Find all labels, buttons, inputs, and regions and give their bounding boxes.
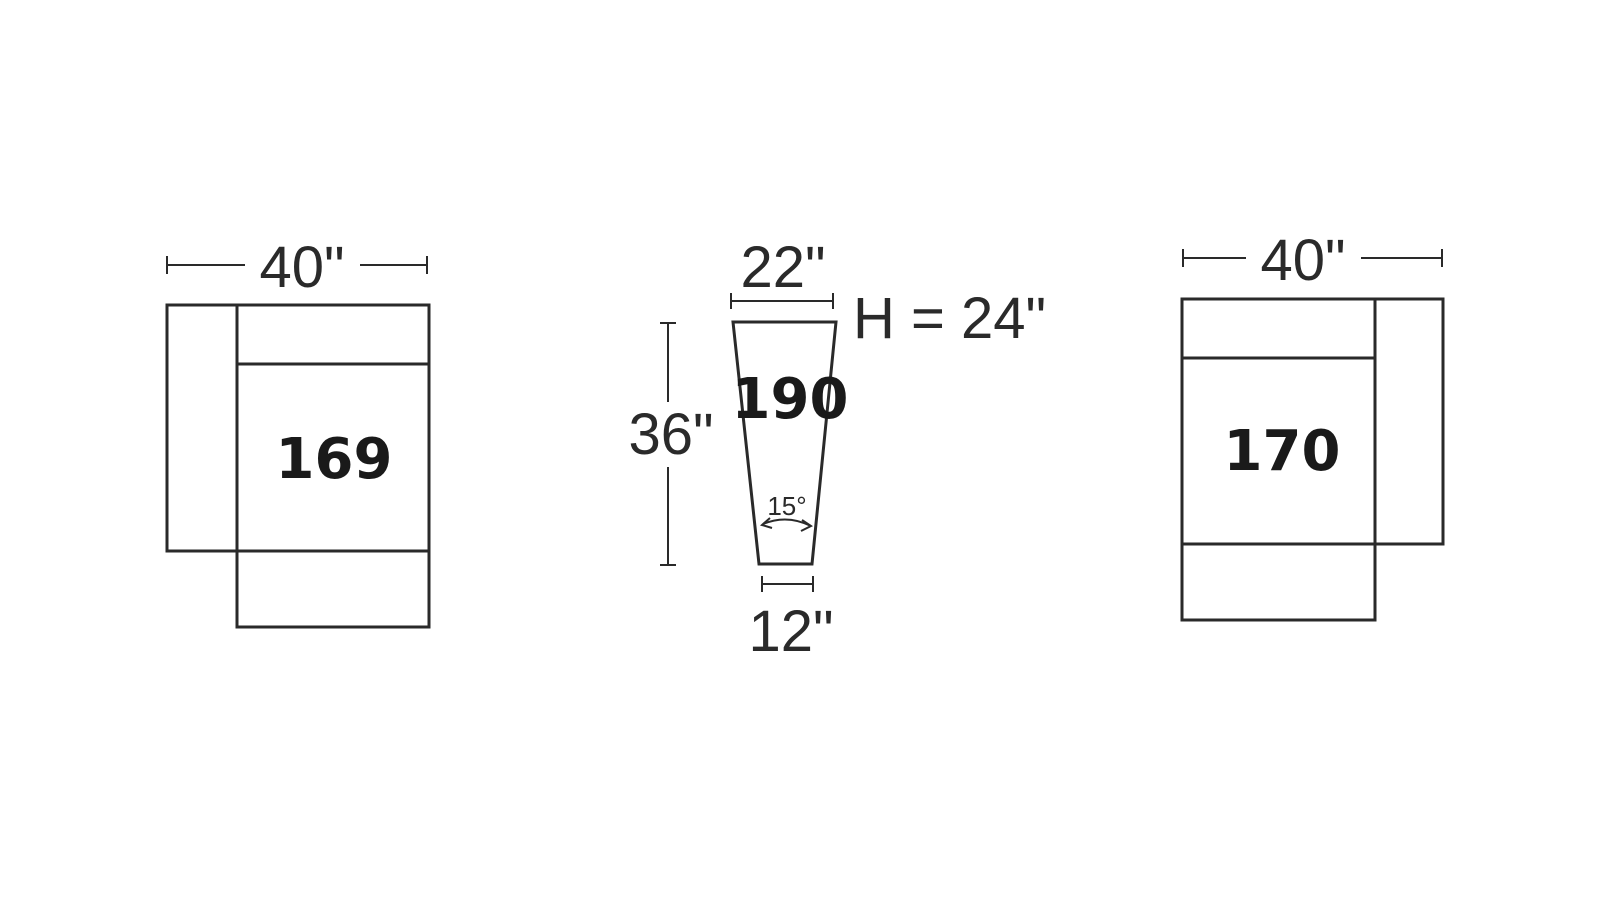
piece-170-back <box>1180 297 1377 360</box>
piece-169-arm <box>165 303 239 553</box>
piece-170-width-dimension <box>1182 249 1443 267</box>
piece-190-bottom-width-dimension <box>761 576 814 592</box>
piece-170-outline <box>1180 297 1445 622</box>
piece-170-arm <box>1373 297 1445 546</box>
piece-169-width-dimension <box>166 256 428 274</box>
piece-190-outline <box>731 320 838 566</box>
piece-169-footrest <box>235 549 431 629</box>
piece-190-top-width-label: 22" <box>740 235 825 300</box>
piece-190-angle-label: 15° <box>767 491 806 521</box>
piece-169-back <box>235 303 431 366</box>
piece-190-model-label: 190 <box>732 367 849 432</box>
piece-169: 40" 169 <box>165 235 431 629</box>
piece-170: 40" 170 <box>1180 228 1445 622</box>
piece-170-footrest <box>1180 542 1377 622</box>
piece-190: 22" H = 24" 36" 15° 190 <box>628 235 1046 664</box>
piece-190-depth-dimension <box>660 322 676 566</box>
piece-190-bottom-width-label: 12" <box>748 599 833 664</box>
piece-169-model-label: 169 <box>276 427 393 492</box>
piece-169-width-label: 40" <box>259 235 344 300</box>
piece-169-outline <box>165 303 431 629</box>
piece-170-width-label: 40" <box>1260 228 1345 293</box>
piece-190-top-width-dimension <box>730 293 834 309</box>
piece-190-depth-label: 36" <box>628 402 713 467</box>
piece-170-model-label: 170 <box>1224 419 1341 484</box>
piece-190-angle-arc <box>759 517 813 532</box>
piece-190-height-label: H = 24" <box>853 286 1046 351</box>
